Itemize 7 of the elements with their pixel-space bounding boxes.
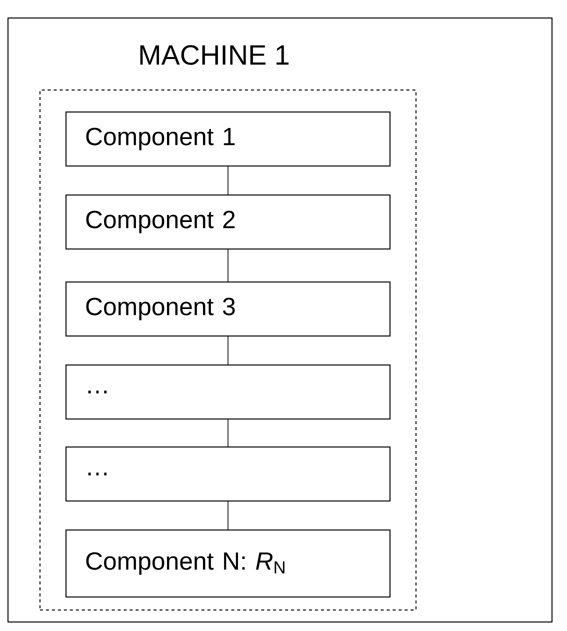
component-box: Component 2 — [66, 194, 390, 250]
component-box: … — [66, 364, 390, 420]
component-box: Component N: R$_{N}$ — [66, 530, 390, 598]
component-box: Component 1 — [66, 112, 390, 166]
component-box: Component 3 — [66, 282, 390, 336]
component-box: … — [66, 446, 390, 502]
group-box — [40, 90, 416, 610]
